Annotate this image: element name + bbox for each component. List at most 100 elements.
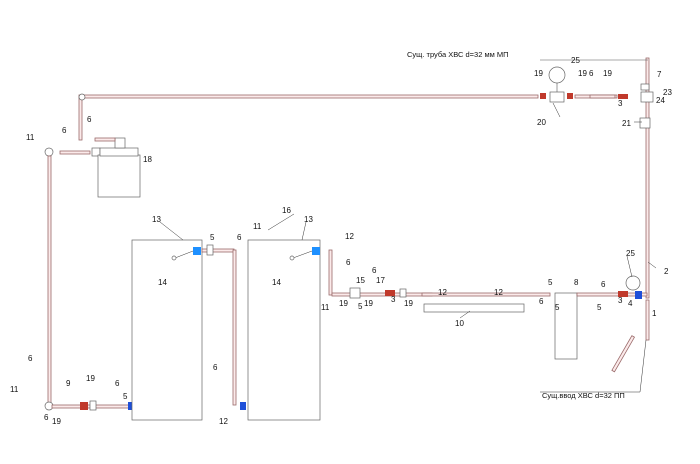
label-19: 19 [404, 299, 413, 308]
pipe-to-mixer [331, 292, 433, 297]
valve-3-middle [385, 290, 395, 296]
label-3: 3 [391, 295, 396, 304]
pipe-segment-6-top [589, 94, 616, 99]
elbow-11-top [44, 147, 54, 157]
valve-19-middle [399, 288, 407, 298]
label-3: 3 [618, 296, 623, 305]
label-5: 5 [548, 278, 553, 287]
elbow-fitting [78, 93, 86, 101]
label-12: 12 [494, 288, 503, 297]
label-12: 12 [219, 417, 228, 426]
label-12: 12 [345, 232, 354, 241]
note-existing-pipe: Сущ. труба ХВС d=32 мм МП [407, 50, 509, 59]
label-14: 14 [272, 278, 281, 287]
valve-12-bottom [240, 402, 246, 410]
label-8: 8 [574, 278, 579, 287]
pressure-gauge-25-top [548, 66, 566, 84]
label-9: 9 [66, 379, 71, 388]
heater-14-right-knob [289, 255, 295, 261]
valve-15 [349, 287, 361, 299]
label-6: 6 [601, 280, 606, 289]
pipe-left-vertical [47, 155, 52, 407]
filter-20 [549, 91, 565, 103]
label-19: 19 [534, 69, 543, 78]
pipe-top-main [79, 94, 539, 99]
label-15: 15 [356, 276, 365, 285]
pipe-6-to-tank [94, 137, 116, 142]
label-21: 21 [622, 119, 631, 128]
heater-13-right-control [312, 247, 320, 255]
heater-13-right [247, 239, 321, 421]
label-19: 19 [603, 69, 612, 78]
label-6: 6 [539, 297, 544, 306]
pipe-riser-right [645, 57, 650, 299]
valve-21 [639, 117, 651, 129]
label-2: 2 [664, 267, 669, 276]
tank-18-lid [99, 147, 139, 157]
label-6: 6 [589, 69, 594, 78]
vessel-8 [554, 292, 578, 360]
label-12: 12 [438, 288, 447, 297]
valve-9 [80, 402, 88, 410]
label-6: 6 [372, 266, 377, 275]
pipe-inlet-diagonal [611, 335, 636, 373]
pipe-to-tank [59, 150, 91, 155]
label-6: 6 [87, 115, 92, 124]
label-6: 6 [213, 363, 218, 372]
tank-18 [97, 154, 141, 198]
label-5: 5 [123, 392, 128, 401]
pressure-gauge-25-bottom [625, 275, 641, 291]
pipe-to-filter-10 [421, 292, 551, 297]
label-1: 1 [652, 309, 657, 318]
heater-13-left-control [193, 247, 201, 255]
label-19: 19 [339, 299, 348, 308]
label-24: 24 [656, 96, 665, 105]
valve-5-heaters [206, 244, 214, 256]
label-19: 19 [578, 69, 587, 78]
label-11: 11 [321, 303, 330, 312]
label-17: 17 [376, 276, 385, 285]
valve-19-top-left [540, 93, 546, 99]
label-11: 11 [26, 133, 35, 142]
label-6: 6 [346, 258, 351, 267]
label-20: 20 [537, 118, 546, 127]
label-4: 4 [628, 299, 633, 308]
label-6: 6 [28, 354, 33, 363]
label-19: 19 [364, 299, 373, 308]
label-5: 5 [555, 303, 560, 312]
label-23: 23 [663, 88, 672, 97]
label-6: 6 [237, 233, 242, 242]
label-14: 14 [158, 278, 167, 287]
valve-19-top-right [567, 93, 573, 99]
label-6: 6 [62, 126, 67, 135]
note-existing-inlet: Сущ.ввод ХВС d=32 ПП [542, 391, 625, 400]
pipe-heater-right-out [328, 249, 333, 296]
heater-14-left-knob [171, 255, 177, 261]
tee-fitting [640, 91, 654, 103]
heater-inlet-1 [128, 402, 133, 410]
label-5: 5 [597, 303, 602, 312]
pipe-vessel-to-riser [576, 292, 648, 297]
tank-18-fitting [114, 137, 126, 149]
valve-4 [635, 291, 642, 299]
label-6: 6 [44, 413, 49, 422]
valve-19-bottom [89, 400, 97, 411]
valve-23 [640, 83, 650, 91]
label-16: 16 [282, 206, 291, 215]
label-7: 7 [657, 70, 662, 79]
pipe-middle-vertical [232, 249, 237, 406]
pipe-top-left-drop [78, 94, 83, 141]
valve-3-top [618, 94, 628, 99]
label-10: 10 [455, 319, 464, 328]
label-3: 3 [618, 99, 623, 108]
label-13: 13 [152, 215, 161, 224]
valve-3-bottom [618, 291, 628, 297]
label-11: 11 [253, 222, 262, 231]
filter-10 [423, 303, 525, 313]
label-19: 19 [86, 374, 95, 383]
pipe-riser-existing [645, 299, 650, 341]
label-5: 5 [210, 233, 215, 242]
label-11: 11 [10, 385, 19, 394]
heater-13-left [131, 239, 203, 421]
